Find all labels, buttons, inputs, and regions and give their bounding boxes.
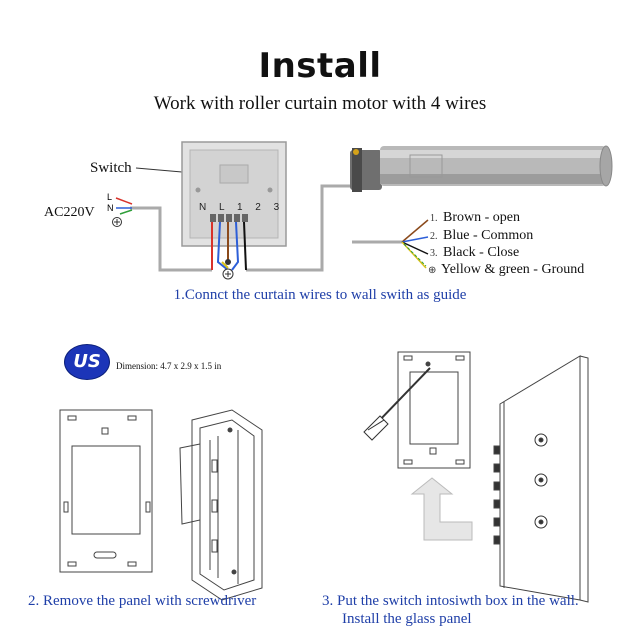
wall-box-frame (397, 351, 471, 469)
removed-panel-front (59, 409, 153, 573)
step3-caption-line2: Install the glass panel (342, 611, 472, 627)
supply-label: AC220V (44, 205, 95, 220)
wire-text: Yellow & green - Ground (441, 262, 585, 277)
page-subtitle: Work with roller curtain motor with 4 wi… (153, 93, 487, 114)
wire-label-blue: 2. Blue - Common (430, 228, 533, 244)
wire-label-ground: ⊕ Yellow & green - Ground (428, 262, 584, 278)
wire-number: 1. (430, 213, 438, 224)
switch-pointer-line (135, 167, 183, 173)
switch-terminal-labels: N L 1 2 3 (199, 202, 285, 213)
switch-label: Switch (90, 160, 132, 176)
supply-L-label: L (107, 192, 113, 202)
wire-text: Blue - Common (443, 228, 534, 243)
supply-N-label: N (107, 203, 114, 213)
page-title: Install (258, 46, 382, 86)
wire-text: Black - Close (443, 245, 520, 260)
wire-label-black: 3. Black - Close (430, 245, 519, 261)
wire-number: 2. (430, 231, 438, 242)
switch-box (181, 141, 287, 247)
step3-caption-line1: 3. Put the switch intosiwth box in the w… (322, 593, 579, 609)
step2-caption: 2. Remove the panel with screwdriver (28, 593, 257, 609)
supply-cable (130, 206, 212, 272)
us-badge: US (64, 344, 110, 380)
supply-wires (112, 197, 133, 227)
step1-caption: 1.Connct the curtain wires to wall swith… (173, 287, 467, 303)
wire-number: 3. (430, 248, 438, 259)
wire-text: Brown - open (443, 210, 520, 225)
switch-wires (211, 221, 247, 280)
arrow-up-icon (410, 477, 473, 541)
dimension-text: Dimension: 4.7 x 2.9 x 1.5 in (116, 361, 222, 371)
motor-wires (352, 219, 429, 269)
motor-cable (246, 184, 352, 272)
ground-icon: ⊕ (428, 265, 437, 276)
roller-motor (350, 145, 613, 192)
glass-panel (493, 355, 589, 603)
removed-panel-side (179, 409, 263, 601)
wire-label-brown: 1. Brown - open (430, 210, 520, 226)
screwdriver-icon (363, 367, 431, 441)
